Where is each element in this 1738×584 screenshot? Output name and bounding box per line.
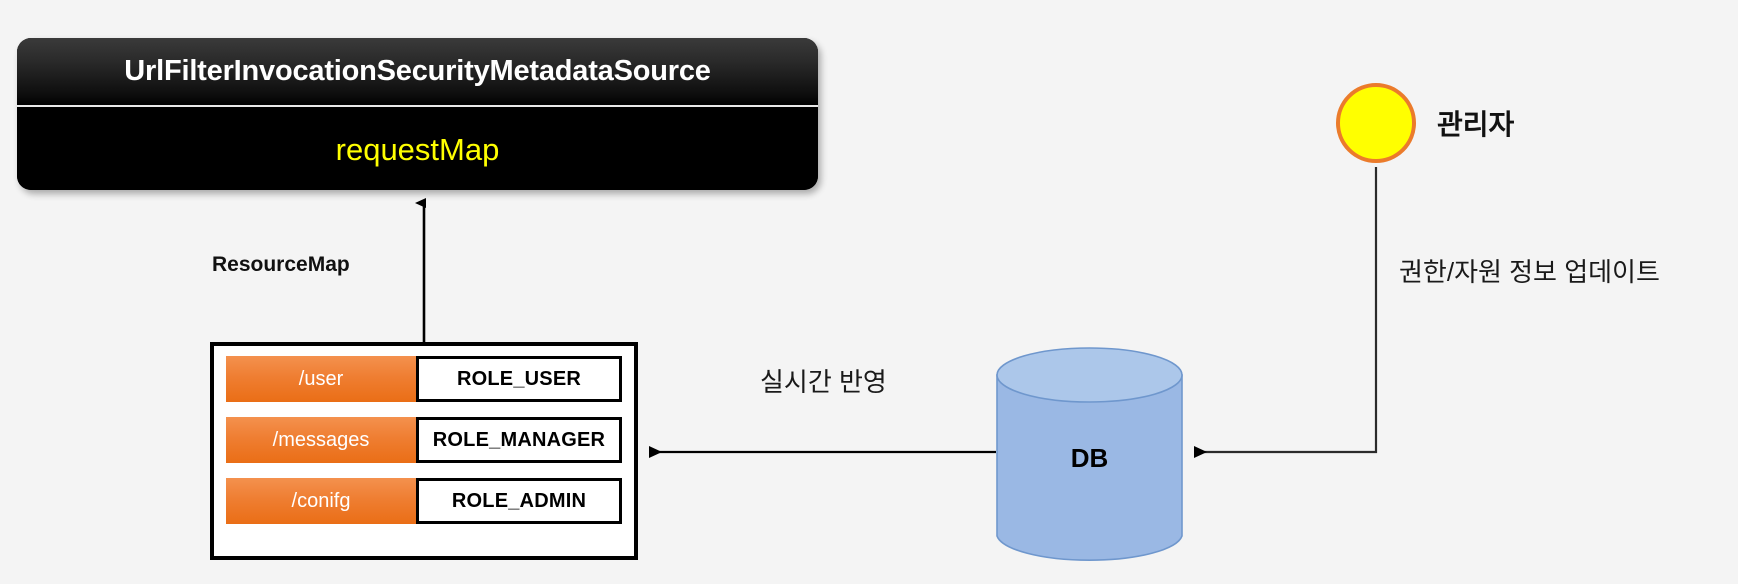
edge-label-realtime-sync: 실시간 반영	[760, 367, 887, 397]
resource-map-label: ResourceMap	[212, 253, 350, 276]
class-box-field-request-map: requestMap	[335, 131, 500, 167]
resource-role-cell: ROLE_USER	[416, 356, 622, 402]
resource-map-table: /user ROLE_USER /messages ROLE_MANAGER /…	[210, 342, 638, 560]
database-cylinder-shape	[996, 347, 1183, 562]
class-box-url-filter-metadata-source: UrlFilterInvocationSecurityMetadataSourc…	[17, 38, 818, 190]
actor-admin-circle	[1336, 83, 1416, 163]
resource-path-cell: /messages	[226, 417, 416, 463]
table-row: /conifg ROLE_ADMIN	[226, 478, 622, 524]
resource-role-cell: ROLE_MANAGER	[416, 417, 622, 463]
resource-role-cell: ROLE_ADMIN	[416, 478, 622, 524]
actor-admin-label: 관리자	[1437, 109, 1515, 140]
database-cylinder: DB	[996, 347, 1183, 564]
table-row: /messages ROLE_MANAGER	[226, 417, 622, 463]
resource-path-cell: /conifg	[226, 478, 416, 524]
class-box-title: UrlFilterInvocationSecurityMetadataSourc…	[124, 55, 711, 87]
table-row: /user ROLE_USER	[226, 356, 622, 402]
class-box-header: UrlFilterInvocationSecurityMetadataSourc…	[17, 38, 818, 107]
edge-label-permission-update: 권한/자원 정보 업데이트	[1399, 257, 1660, 287]
arrow-actor-to-db	[1194, 167, 1378, 458]
class-box-body: requestMap	[17, 109, 818, 190]
resource-path-cell: /user	[226, 356, 416, 402]
